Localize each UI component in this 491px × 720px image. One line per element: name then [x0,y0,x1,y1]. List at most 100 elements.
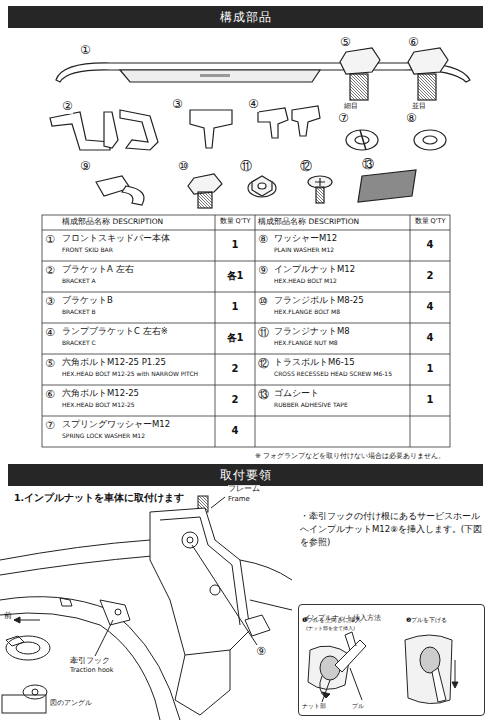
instruction-text: ・牽引フックの付け根にあるサービスホールへインプルナットM12⑨を挿入します。(… [300,510,485,548]
table-header: 数量 Q'TY [410,218,450,225]
quantity-cell: 4 [215,425,255,437]
illustration-stroke [122,186,144,205]
callout-number: ⑬ [258,389,269,402]
illustration-stroke [95,620,113,656]
table-cell: BRACKET A [62,278,212,285]
callout-number: ① [45,234,55,247]
inset-step: ❷プルを下げる [406,617,447,624]
callout-number: ⑬ [362,158,374,172]
callout-number: ⑦ [338,112,349,126]
callout-number: ⑤ [45,358,55,371]
quantity-cell: 2 [215,363,255,375]
callout-number: ⑧ [406,112,417,126]
table-cell: HEX.HEAD BOLT M12 [274,278,424,285]
illustration-stroke [50,112,110,150]
illustration-stroke [56,63,470,82]
table-cell: SPRING LOCK WASHER M12 [62,433,212,440]
illustration-stroke [32,689,38,695]
illustration-stroke [215,215,216,447]
illustration-stroke [198,192,212,208]
part-note: 並目 [412,102,426,110]
illustration-stroke [42,292,450,293]
illustration-stroke [188,174,222,194]
parts-illustration [50,48,470,208]
illustration-stroke [308,176,332,188]
illustration-stroke [340,48,380,74]
install-illustration [0,496,292,720]
callout-number: ⑩ [258,296,268,309]
illustration-stroke [316,187,324,203]
quantity-cell: 1 [215,239,255,251]
table-cell: BRACKET C [62,340,212,347]
table-cell: HEX.HEAD BOLT M12-25 [62,402,212,409]
quantity-cell: 1 [410,363,450,375]
table-cell: HEX.FLANGE NUT M8 [274,340,424,347]
section-title: 取付要領 [220,467,272,484]
illustration-stroke [175,650,230,715]
table-cell: ワッシャーM12 [274,234,337,244]
illustration-stroke [335,640,366,672]
illustration-stroke [255,215,256,447]
illustration-stroke [14,617,20,623]
quantity-cell: 各1 [215,270,255,282]
inset-illustration [308,632,458,704]
illustration-stroke [0,597,180,720]
footnote: ※ フォグランプなどを取り付けない場合は必要ありません。 [255,452,445,460]
callout-number: ① [80,44,91,58]
illustration-stroke [405,635,452,704]
illustration-stroke [350,668,362,700]
illustration-stroke [414,130,446,150]
table-cell: トラスボルトM6-15 [274,358,355,368]
table-header: 数量 Q'TY [215,218,255,225]
callout-number: ⑨ [80,160,91,174]
table-cell: フロントスキッドバー本体 [62,234,170,244]
illustration-stroke [2,695,46,713]
illustration-stroke [120,70,320,82]
illustration-stroke [42,354,450,355]
part-label: Frame [228,495,250,503]
inset-part-label: ナット部 [302,703,326,709]
table-cell: スプリングワッシャーM12 [62,420,170,430]
illustration-stroke [423,136,437,144]
callout-number: ⑪ [258,327,269,340]
table-cell: BRACKET B [62,309,212,316]
quantity-cell: 2 [410,270,450,282]
table-cell: ブラケットB [62,296,113,306]
table-grid [42,215,450,447]
illustration-stroke [346,130,378,150]
illustration-stroke [432,668,446,702]
table-header: 構成部品名称 DESCRIPTION [62,218,212,227]
illustration-stroke [0,556,152,575]
table-header: 構成部品名称 DESCRIPTION [258,218,408,227]
table-cell: フランジボルトM8-25 [274,296,364,306]
table-cell: RUBBER ADHESIVE TAPE [274,402,424,409]
quantity-cell: 1 [215,301,255,313]
table-cell: ランプブラケットC 左右※ [62,327,168,337]
illustration-stroke [452,682,458,688]
illustration-stroke [418,74,436,100]
table-cell: ゴムシート [274,389,319,399]
callout-number: ⑫ [258,358,269,371]
table-cell: CROSS RECESSED HEAD SCREW M6-15 [274,371,424,378]
illustration-stroke [120,110,158,150]
callout-number: ④ [248,98,259,112]
illustration-stroke [315,178,325,186]
illustration-stroke [160,517,240,625]
table-cell: HEX.HEAD BOLT M12-25 with NARROW PITCH [62,371,212,378]
illustration-stroke [252,176,272,196]
quantity-cell: 4 [410,301,450,313]
table-cell: FRONT SKID BAR [62,247,212,254]
illustration-stroke [408,48,448,74]
illustration-stroke [150,508,250,655]
illustration-stroke [258,108,288,138]
callout-number: ⑫ [300,160,312,174]
table-cell: 六角ボルトM12-25 [62,389,139,399]
callout-number: ② [45,265,55,278]
section-band: 取付要領 [8,464,483,486]
section-band: 構成部品 [8,6,483,28]
callout-number: ⑥ [408,36,419,50]
illustration-stroke [322,680,330,702]
illustration-stroke [320,656,340,680]
illustration-stroke [60,598,72,606]
illustration-stroke [23,685,47,699]
